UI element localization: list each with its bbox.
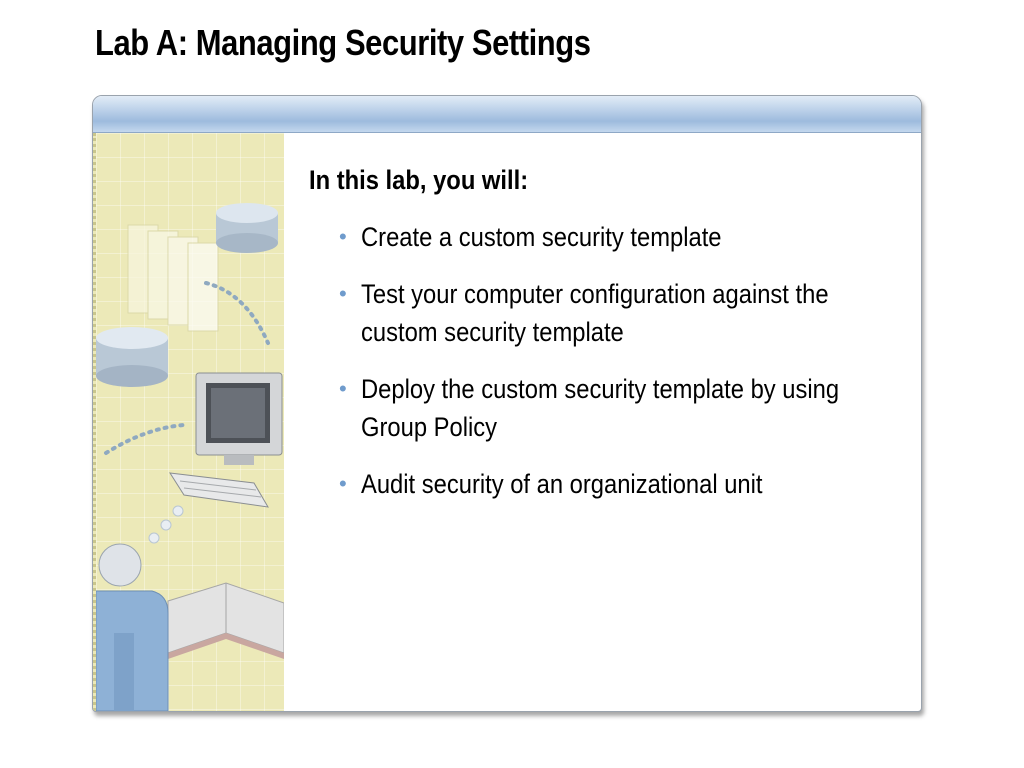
list-item: • Deploy the custom security template by… <box>309 370 899 446</box>
bullet-icon: • <box>339 376 347 401</box>
database-icon <box>216 203 278 253</box>
slide-title: Lab A: Managing Security Settings <box>95 22 591 63</box>
list-item-text: Test your computer configuration against… <box>361 279 829 347</box>
open-book-icon <box>167 582 284 659</box>
dotted-arrow-icon <box>104 423 186 455</box>
bullet-icon: • <box>339 281 347 306</box>
content-panel <box>92 95 922 712</box>
list-item-text: Create a custom security template <box>361 222 722 252</box>
list-item: • Test your computer configuration again… <box>309 275 899 351</box>
computer-monitor-icon <box>195 372 283 465</box>
list-item-text: Deploy the custom security template by u… <box>361 374 840 442</box>
objectives-list: • Create a custom security template • Te… <box>309 218 899 503</box>
list-item: • Create a custom security template <box>309 218 899 256</box>
dotted-trail-icon <box>148 505 184 544</box>
document-pages-icon <box>127 224 219 332</box>
dotted-arrow-icon <box>204 281 270 345</box>
panel-header-band <box>93 96 921 133</box>
person-icon <box>96 543 169 711</box>
lab-content: In this lab, you will: • Create a custom… <box>309 165 899 522</box>
bullet-icon: • <box>339 471 347 496</box>
keyboard-icon <box>169 472 269 508</box>
database-icon <box>96 327 168 387</box>
list-item: • Audit security of an organizational un… <box>309 465 899 503</box>
intro-heading: In this lab, you will: <box>309 165 529 195</box>
bullet-icon: • <box>339 224 347 249</box>
list-item-text: Audit security of an organizational unit <box>361 469 763 499</box>
decorative-illustration <box>93 133 284 711</box>
